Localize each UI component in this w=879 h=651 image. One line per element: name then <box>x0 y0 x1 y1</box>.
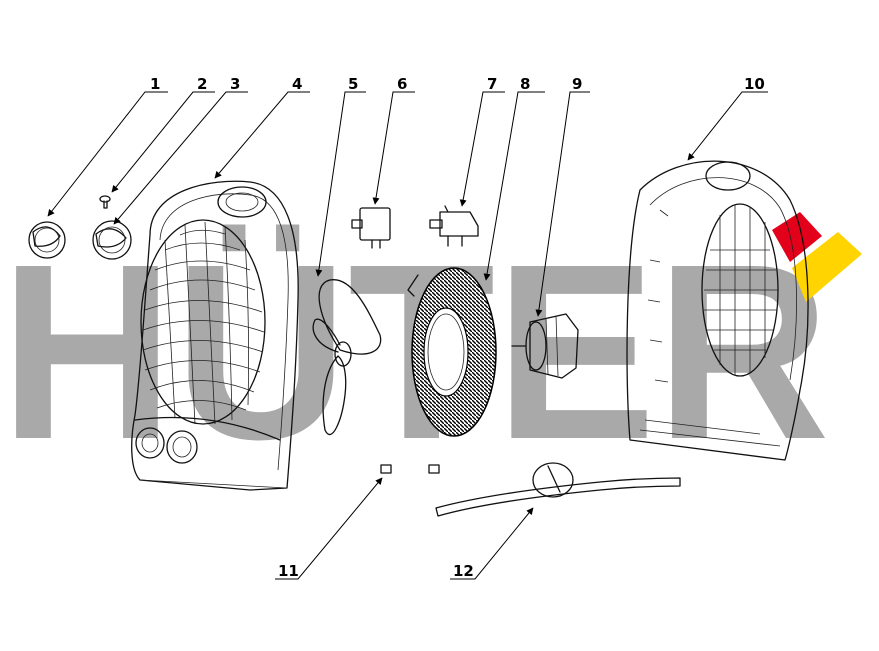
callout-1: 1 <box>150 75 160 93</box>
part-3-knob <box>92 220 132 260</box>
part-8-heating-element <box>407 267 497 437</box>
logo-yellow-shape <box>792 232 862 302</box>
callout-7: 7 <box>487 75 497 93</box>
callout-6: 6 <box>397 75 407 93</box>
leader-2 <box>111 91 215 193</box>
leader-4 <box>214 91 310 179</box>
part-1-knob <box>28 221 66 259</box>
brand-logo <box>772 212 862 302</box>
leader-12 <box>450 507 534 580</box>
rear-grille <box>704 205 778 375</box>
part-2-screw <box>99 195 111 209</box>
callout-4: 4 <box>292 75 302 93</box>
part-9-motor <box>511 313 579 379</box>
callout-11: 11 <box>278 562 299 580</box>
part-5-fan-blade <box>312 279 382 436</box>
leader-3 <box>113 91 248 225</box>
leader-7 <box>459 91 505 207</box>
leader-8 <box>483 91 545 281</box>
part-7-thermostat <box>429 205 479 247</box>
part-11-clips <box>380 464 440 474</box>
callout-9: 9 <box>572 75 582 93</box>
leader-5 <box>315 91 366 277</box>
callout-12: 12 <box>453 562 474 580</box>
part-4-front-housing <box>131 180 299 491</box>
callout-numbers: 1 2 3 4 5 6 7 8 9 10 11 12 <box>150 75 765 580</box>
part-6-switch <box>351 207 391 249</box>
callout-8: 8 <box>520 75 530 93</box>
leader-1 <box>47 91 168 217</box>
part-12-power-cord <box>435 462 681 517</box>
callout-10: 10 <box>744 75 765 93</box>
front-grille <box>140 219 266 425</box>
logo-red-shape <box>772 212 822 262</box>
callout-leaders <box>47 91 768 580</box>
leader-9 <box>535 91 590 317</box>
callout-5: 5 <box>348 75 358 93</box>
part-10-rear-housing <box>626 160 809 461</box>
leader-10 <box>687 91 768 161</box>
callout-2: 2 <box>197 75 207 93</box>
leader-11 <box>275 477 383 580</box>
leader-6 <box>372 91 415 205</box>
callout-3: 3 <box>230 75 240 93</box>
